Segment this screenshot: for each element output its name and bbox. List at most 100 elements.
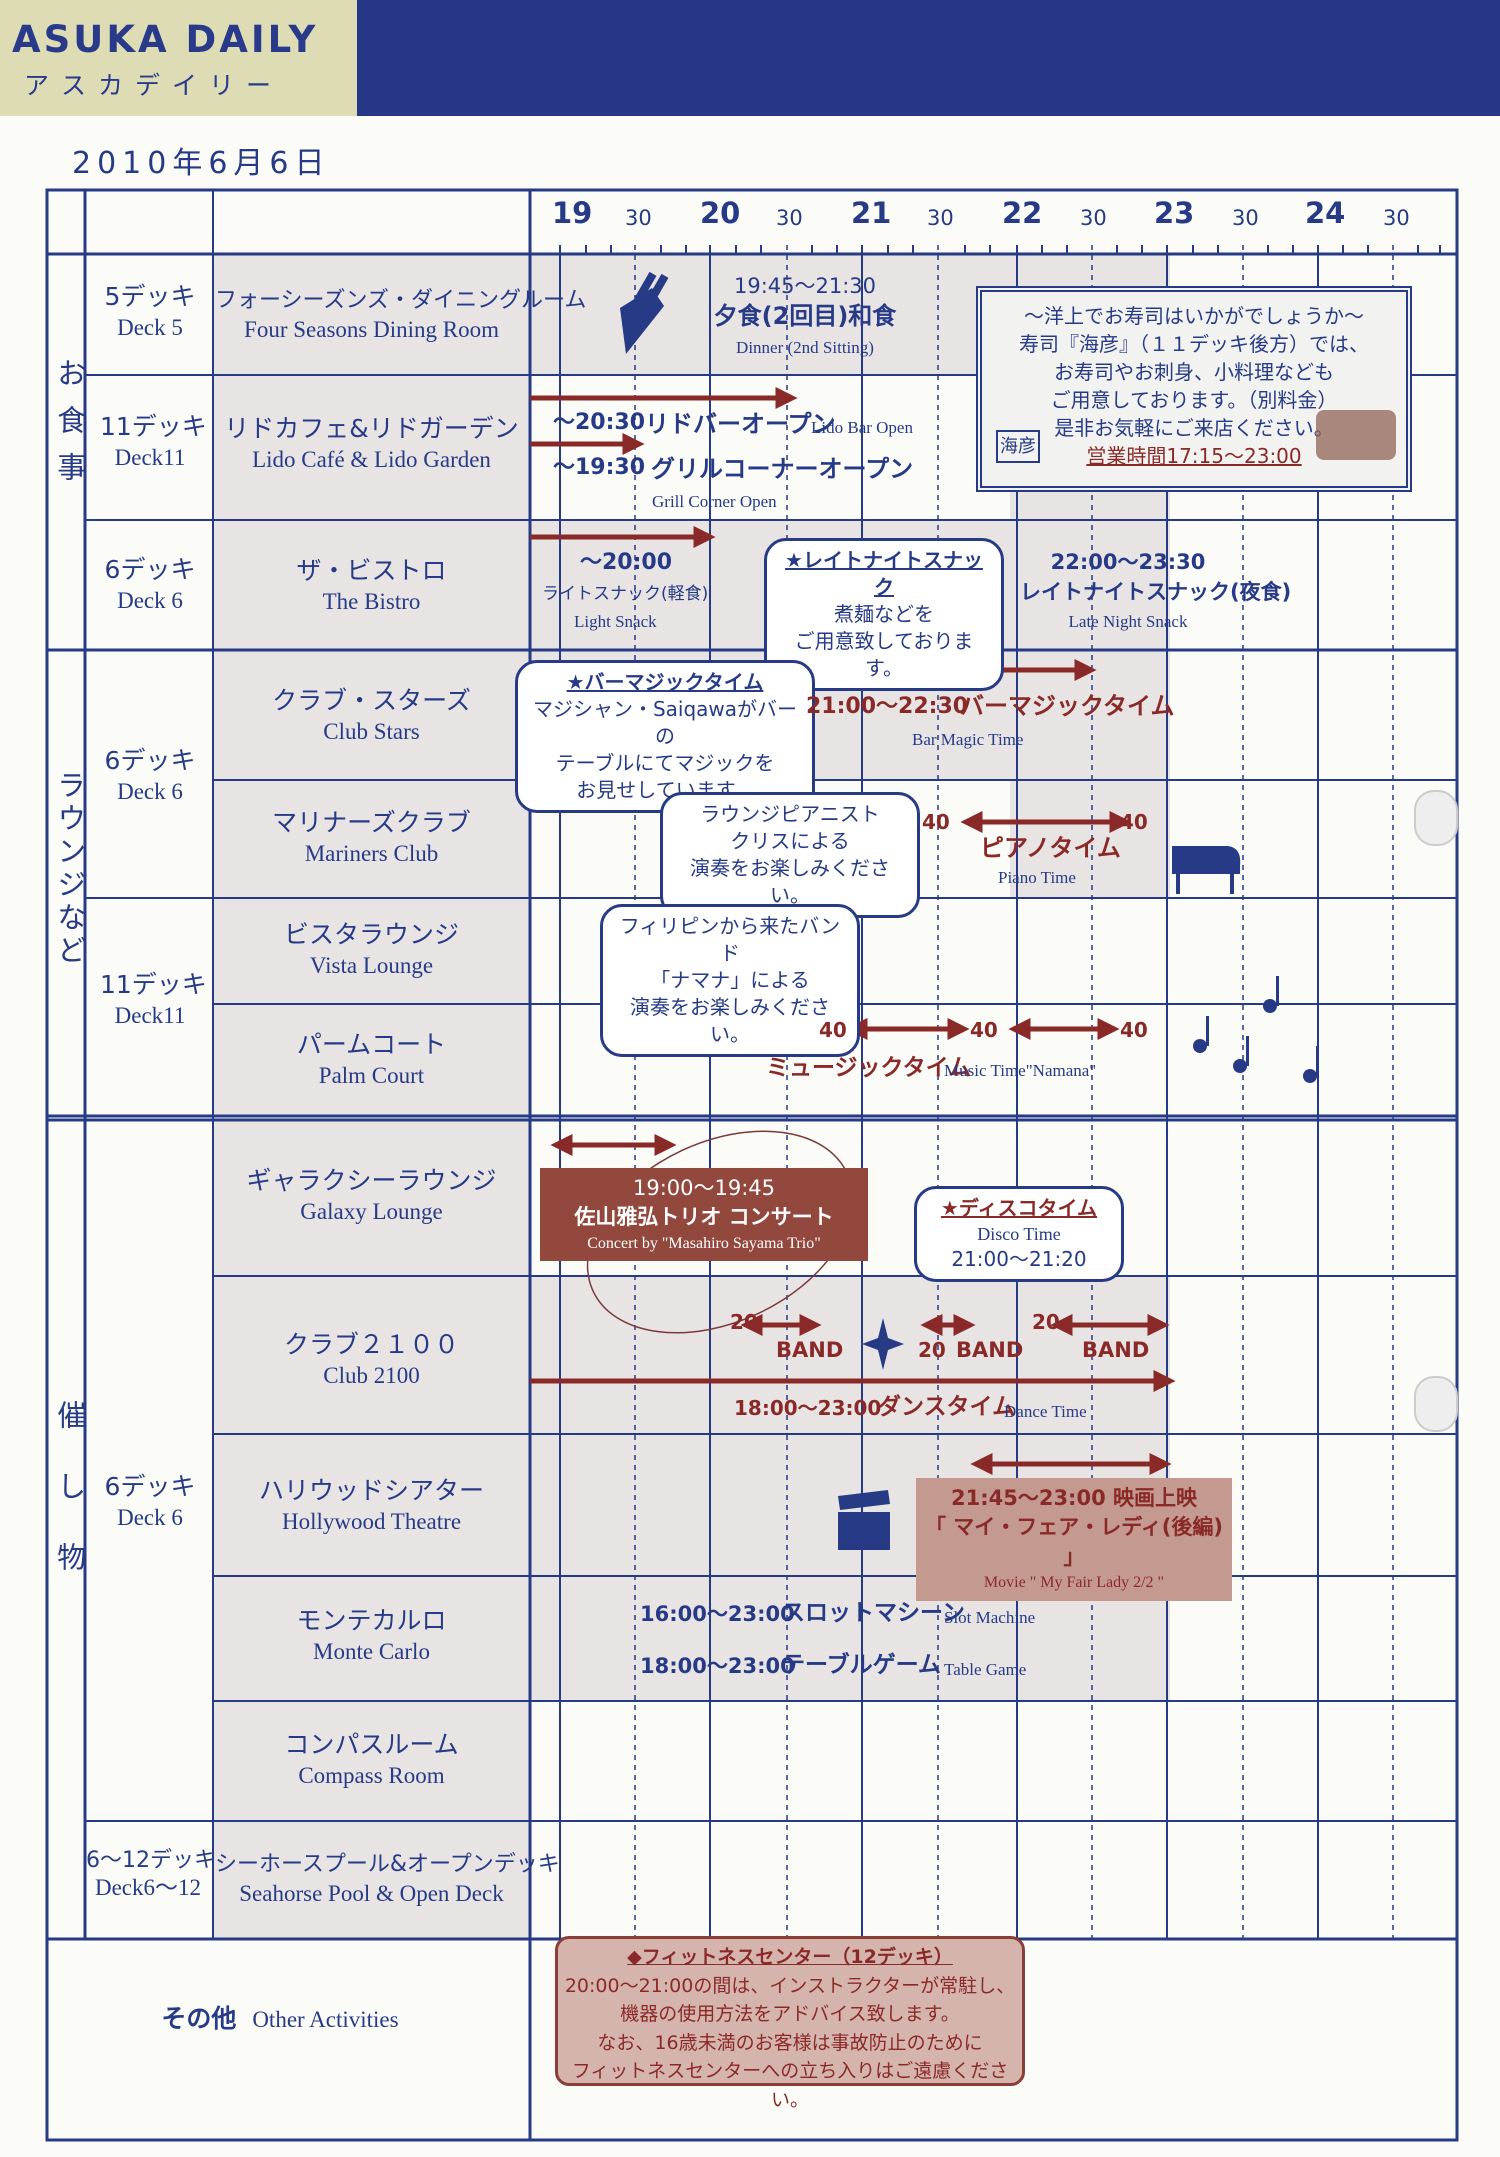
bubble-line: 演奏をお楽しみください。	[630, 995, 830, 1046]
piano-minutes: 40	[1120, 810, 1148, 834]
band-label: BAND	[1082, 1338, 1150, 1362]
hour-21: 21	[851, 196, 892, 230]
half-hour-mark: 30	[1383, 206, 1410, 230]
lidobar-title: リドバーオープン	[645, 410, 836, 438]
sushi-hours: 営業時間17:15～23:00	[1086, 444, 1302, 468]
punch-hole	[1414, 790, 1458, 846]
bubble-title: ★ディスコタイム	[940, 1196, 1098, 1220]
band-minutes: 20	[1032, 1310, 1060, 1334]
late-title: レイトナイトスナック(夜食)	[1020, 580, 1292, 604]
piano-icon	[1168, 836, 1244, 900]
grill-time: ～19:30	[553, 455, 646, 480]
brand-subtitle: アスカデイリー	[24, 71, 284, 100]
band-label: BAND	[956, 1338, 1024, 1362]
clapperboard-icon	[834, 1490, 894, 1556]
dinner-title: 夕食(2回目)和食	[713, 302, 897, 330]
music-notes-icon	[1180, 966, 1340, 1110]
late-time: 22:00～23:30	[1050, 550, 1206, 574]
sushi-line: ～洋上でお寿司はいかがでしょうか～	[1024, 304, 1364, 328]
sushi-line: お寿司やお刺身、小料理なども	[1054, 360, 1334, 384]
category-events: 催し物	[52, 1400, 87, 1621]
dinner-ice-cream-icon	[612, 268, 672, 360]
fitness-line: 機器の使用方法をアドバイス致します。	[620, 2003, 960, 2025]
magic-title: バーマジックタイム	[960, 692, 1175, 720]
hour-24: 24	[1305, 196, 1346, 230]
dance-title-en: Dance Time	[1004, 1402, 1087, 1421]
fitness-line: なお、16歳未満のお客様は事故防止のために	[597, 2031, 983, 2054]
band-label: BAND	[776, 1338, 844, 1362]
music-minutes: 40	[970, 1018, 998, 1042]
brand-title: ASUKA DAILY	[12, 18, 319, 61]
bubble-line: 「ナマナ」による	[650, 968, 810, 992]
lidobar-title-en: Lido Bar Open	[811, 418, 913, 437]
concert-box: 19:00～19:45 佐山雅弘トリオ コンサート Concert by "Ma…	[540, 1168, 868, 1262]
dance-time: 18:00～23:00	[734, 1396, 882, 1420]
table-title-en: Table Game	[944, 1660, 1027, 1679]
header-banner-left: ASUKA DAILY アスカデイリー	[0, 0, 357, 116]
half-hour-mark: 30	[1080, 206, 1107, 230]
sushi-line: ご用意しております。（別料金）	[1050, 388, 1338, 412]
disco-bubble: ★ディスコタイム Disco Time 21:00～21:20	[914, 1186, 1124, 1283]
light-title-en: Light Snack	[574, 612, 657, 631]
light-title: ライトスナック(軽食)	[542, 584, 709, 604]
fitness-notice-box: ◆フィットネスセンター（12デッキ） 20:00～21:00の間は、インストラク…	[555, 1936, 1025, 2111]
sushi-logo: 海彦	[996, 430, 1040, 464]
concert-time: 19:00～19:45	[632, 1176, 776, 1200]
sushi-notice-box: ～洋上でお寿司はいかがでしょうか～ 寿司『海彦』（１１デッキ後方）では、 お寿司…	[976, 286, 1412, 492]
hour-22: 22	[1002, 196, 1043, 230]
venue-other: その他 Other Activities	[161, 2004, 399, 2033]
hour-23: 23	[1154, 196, 1195, 230]
music-minutes: 40	[819, 1018, 847, 1042]
piano-minutes: 40	[922, 810, 950, 834]
movie-title: 「 マイ・フェア・レディ(後編) 」	[924, 1515, 1224, 1569]
magic-title-en: Bar Magic Time	[912, 730, 1024, 749]
concert-title: 佐山雅弘トリオ コンサート	[574, 1205, 834, 1230]
page-date: 2010年6月6日	[72, 146, 331, 181]
hour-19: 19	[552, 196, 593, 230]
punch-hole	[1414, 1376, 1458, 1432]
half-hour-mark: 30	[776, 206, 803, 230]
hour-20: 20	[700, 196, 741, 230]
bubble-line: Disco Time	[977, 1224, 1061, 1244]
band-bubble: フィリピンから来たバンド 「ナマナ」による 演奏をお楽しみください。	[600, 904, 860, 1057]
bubble-line: ラウンジピアニスト	[700, 802, 880, 826]
category-meals-text: お食事	[52, 358, 87, 499]
slot-time: 16:00～23:00	[640, 1602, 795, 1626]
fitness-title: ◆フィットネスセンター（12デッキ）	[627, 1946, 953, 1968]
dinner-time: 19:45～21:30	[733, 274, 877, 298]
magic-bubble: ★バーマジックタイム マジシャン・Saiqawaがバーの テーブルにてマジックを…	[515, 660, 815, 813]
movie-box: 21:45～23:00 映画上映 「 マイ・フェア・レディ(後編) 」 Movi…	[916, 1478, 1232, 1601]
bubble-line: ご用意致しております。	[794, 629, 974, 680]
disco-star-icon	[862, 1318, 904, 1374]
bubble-title: ★レイトナイトスナック	[785, 548, 983, 599]
music-title-en: Music Time"Namana"	[944, 1061, 1097, 1080]
piano-title-en: Piano Time	[998, 868, 1076, 887]
light-time: ～20:00	[580, 550, 673, 575]
sushi-plate-icon	[1316, 410, 1396, 460]
category-lounge-text: ラウンジなど	[52, 770, 87, 968]
pianist-bubble: ラウンジピアニスト クリスによる 演奏をお楽しみください。	[660, 792, 920, 918]
grill-title-en: Grill Corner Open	[652, 492, 777, 511]
bubble-line: 演奏をお楽しみください。	[690, 856, 890, 907]
header-banner-right	[357, 0, 1500, 116]
category-events-text: 催し物	[52, 1400, 87, 1613]
sushi-line: 寿司『海彦』（１１デッキ後方）では、	[1019, 332, 1369, 356]
bubble-line: クリスによる	[730, 829, 850, 853]
fitness-line: フィットネスセンターへの立ち入りはご遠慮ください。	[571, 2060, 1009, 2111]
